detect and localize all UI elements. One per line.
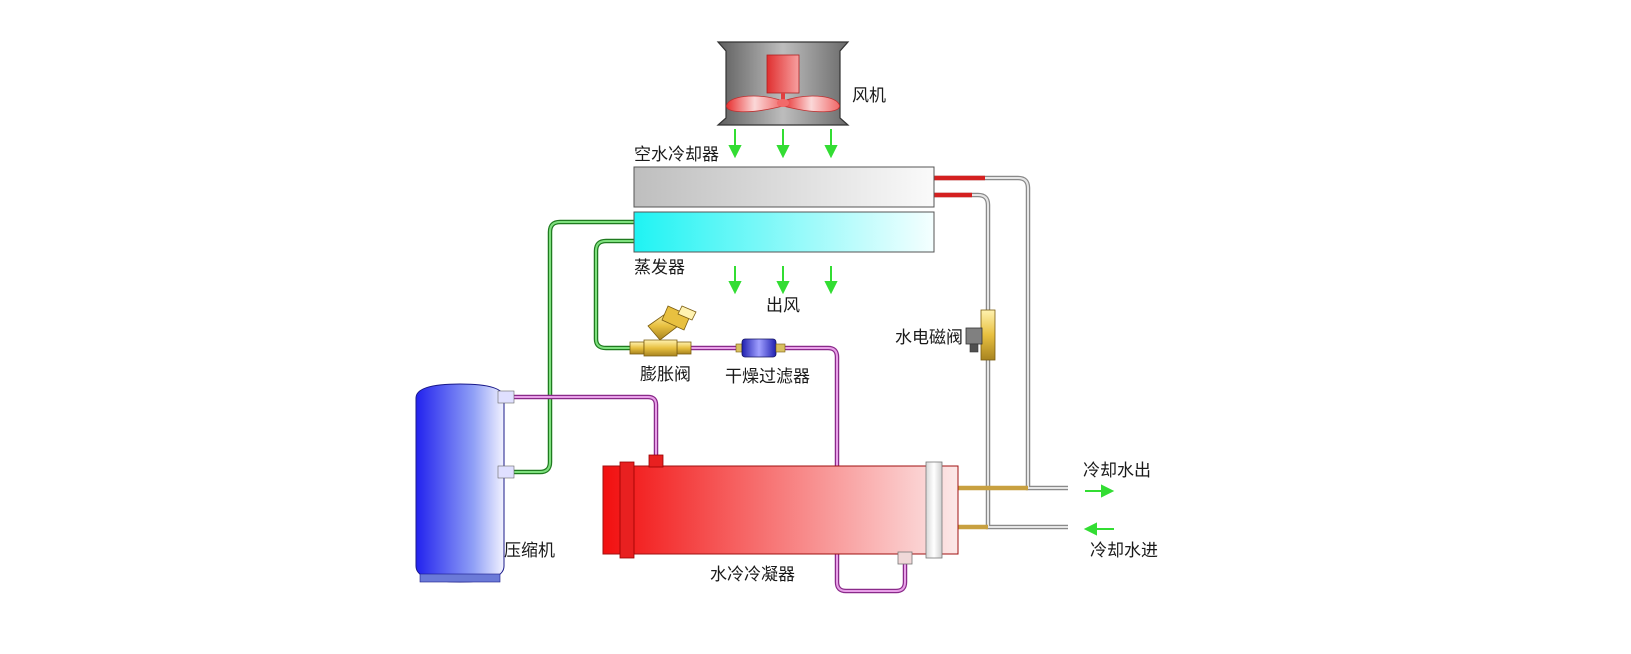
cooling-water-out-label: 冷却水出: [1083, 461, 1151, 481]
compressor-suction-port: [497, 465, 515, 479]
airflow-arrowhead: [728, 281, 742, 295]
refrigerant-pipes: [512, 219, 908, 594]
evaporator-label: 蒸发器: [634, 258, 685, 278]
condenser-flange-right: [925, 461, 943, 559]
compressor-label: 压缩机: [504, 541, 555, 561]
air-water-cooler: [633, 166, 935, 208]
solenoid-coil: [965, 327, 983, 345]
filter-fitting-right: [775, 343, 786, 353]
expansion-valve: [629, 305, 697, 357]
condenser-shell: [602, 465, 959, 555]
water-solenoid-valve: [965, 309, 996, 361]
water-flow-arrows: [1083, 484, 1115, 536]
filter-body: [741, 338, 777, 358]
evaporator-inlet-line: [593, 238, 634, 351]
valve-cap: [677, 305, 697, 321]
water-cooled-condenser: [602, 454, 959, 565]
valve-body: [643, 339, 678, 357]
water-pipe-supply-highlight: [934, 194, 1068, 528]
airflow-arrowhead: [776, 145, 790, 159]
fan-motor: [766, 54, 800, 94]
condenser-inlet-port: [648, 454, 664, 468]
cooling-water-in-label: 冷却水进: [1090, 541, 1158, 561]
airflow-arrowhead: [824, 281, 838, 295]
airflow-arrows-top: [728, 129, 838, 159]
air-water-cooler-label: 空水冷却器: [634, 145, 719, 165]
air-out-label: 出风: [766, 296, 800, 316]
fan-hub: [777, 99, 789, 107]
evaporator-inlet-line-highlight: [595, 240, 634, 349]
water-pipe-return-highlight: [934, 177, 1068, 489]
fan-blade-left: [726, 95, 784, 113]
valve-port-left: [629, 341, 645, 355]
solenoid-valve-body: [980, 309, 996, 361]
condenser-outlet-port: [897, 551, 913, 565]
condenser-flange-left: [619, 461, 635, 559]
valve-port-right: [676, 341, 692, 355]
evaporator: [633, 211, 935, 253]
discharge-line-highlight: [512, 396, 657, 455]
airflow-arrowhead: [728, 145, 742, 159]
water-cooled-condenser-label: 水冷冷凝器: [710, 565, 795, 585]
airflow-arrows-bottom: [728, 266, 838, 295]
filter-drier: [735, 338, 786, 358]
fan-blade-right: [782, 95, 840, 113]
filter-drier-label: 干燥过滤器: [725, 367, 810, 387]
fan: [716, 41, 850, 126]
fan-label: 风机: [852, 86, 886, 106]
fan-shaft: [781, 93, 785, 101]
filter-fitting-left: [735, 343, 743, 353]
compressor: [415, 383, 515, 583]
water-pipes: [934, 175, 1068, 530]
liquid-line-highlight: [785, 347, 906, 592]
compressor-discharge-port: [497, 390, 515, 404]
airflow-arrowhead: [776, 281, 790, 295]
water-in-arrowhead: [1083, 522, 1097, 536]
compressor-base: [419, 573, 501, 583]
airflow-arrowhead: [824, 145, 838, 159]
expansion-valve-label: 膨胀阀: [640, 365, 691, 385]
suction-line-highlight: [512, 221, 634, 473]
discharge-line: [512, 394, 659, 455]
solenoid-connector: [969, 343, 979, 353]
water-solenoid-valve-label: 水电磁阀: [895, 328, 963, 348]
water-out-arrowhead: [1101, 484, 1115, 498]
compressor-shell: [415, 383, 505, 583]
